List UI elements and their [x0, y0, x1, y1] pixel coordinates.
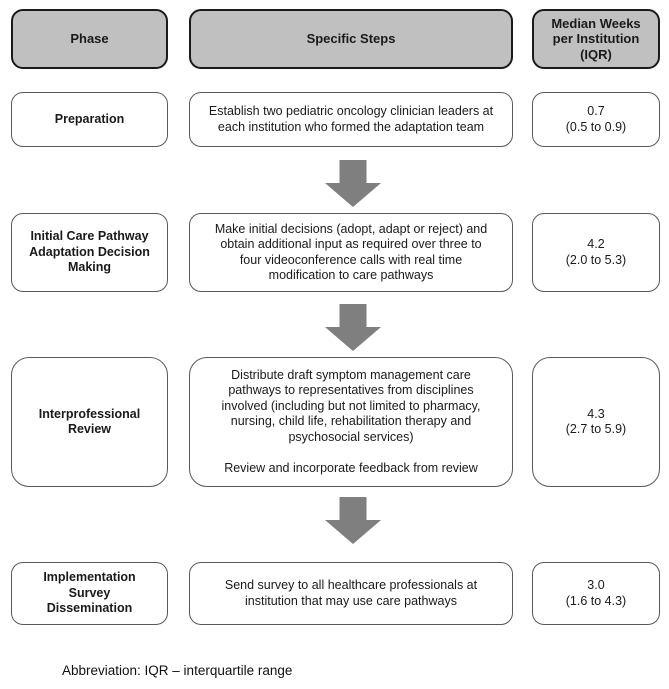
abbreviation-footnote: Abbreviation: IQR – interquartile range [62, 663, 293, 678]
column-header-median-weeks: Median Weeks per Institution (IQR) [532, 9, 660, 69]
down-arrow-shape [325, 497, 381, 544]
column-header-phase: Phase [11, 9, 168, 69]
column-header-specific-steps: Specific Steps [189, 9, 513, 69]
down-arrow-icon [325, 160, 381, 207]
steps-box-implementation-survey: Send survey to all healthcare profession… [189, 562, 513, 625]
median-box-initial-decision-making: 4.2 (2.0 to 5.3) [532, 213, 660, 292]
steps-box-initial-decision-making: Make initial decisions (adopt, adapt or … [189, 213, 513, 292]
steps-box-interprofessional-review: Distribute draft symptom management care… [189, 357, 513, 487]
down-arrow-shape [325, 160, 381, 207]
median-box-preparation: 0.7 (0.5 to 0.9) [532, 92, 660, 147]
down-arrow-icon [325, 497, 381, 544]
median-box-implementation-survey: 3.0 (1.6 to 4.3) [532, 562, 660, 625]
down-arrow-icon [325, 304, 381, 351]
phase-box-preparation: Preparation [11, 92, 168, 147]
down-arrow-shape [325, 304, 381, 351]
phase-box-implementation-survey: Implementation Survey Dissemination [11, 562, 168, 625]
median-box-interprofessional-review: 4.3 (2.7 to 5.9) [532, 357, 660, 487]
phase-box-initial-decision-making: Initial Care Pathway Adaptation Decision… [11, 213, 168, 292]
phase-box-interprofessional-review: Interprofessional Review [11, 357, 168, 487]
steps-box-preparation: Establish two pediatric oncology clinici… [189, 92, 513, 147]
